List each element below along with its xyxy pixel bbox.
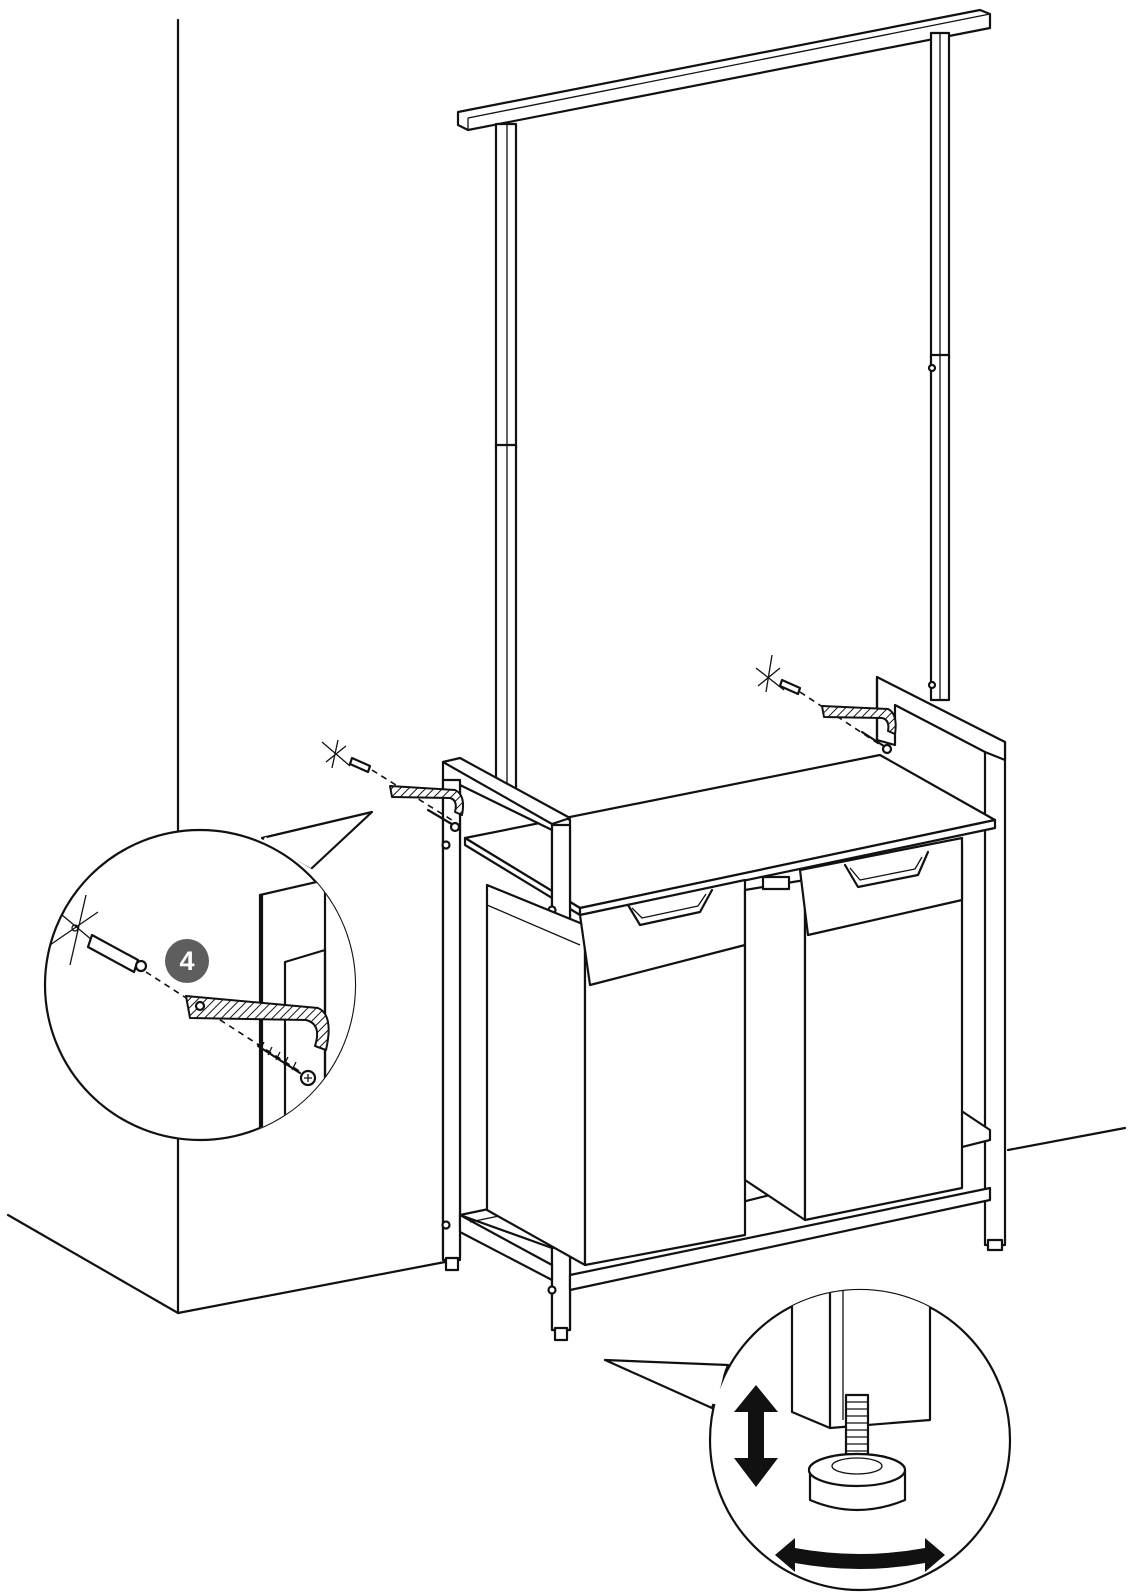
screw-icon <box>256 1041 317 1087</box>
wall-bracket-icon <box>821 705 897 735</box>
leveling-foot-icon <box>807 1393 907 1512</box>
top-frame <box>456 8 992 797</box>
laundry-bags <box>485 836 964 1267</box>
wall-fixings <box>321 654 897 833</box>
adjust-arrows-icon <box>775 1538 945 1572</box>
screw-icon <box>860 730 893 755</box>
leveling-foot-detail-callout <box>603 1288 1012 1592</box>
adjust-arrows-icon <box>734 1385 778 1487</box>
wall-anchor-icon <box>755 654 802 696</box>
wall-anchor-icon <box>49 894 148 974</box>
step-number-badge: 4 <box>165 939 209 983</box>
wall-anchor-icon <box>321 739 372 774</box>
wall-fixing-detail-callout <box>43 810 374 1142</box>
wall-bracket-icon <box>185 995 330 1051</box>
wall-bracket-icon <box>389 785 465 816</box>
screw-icon <box>426 808 461 833</box>
